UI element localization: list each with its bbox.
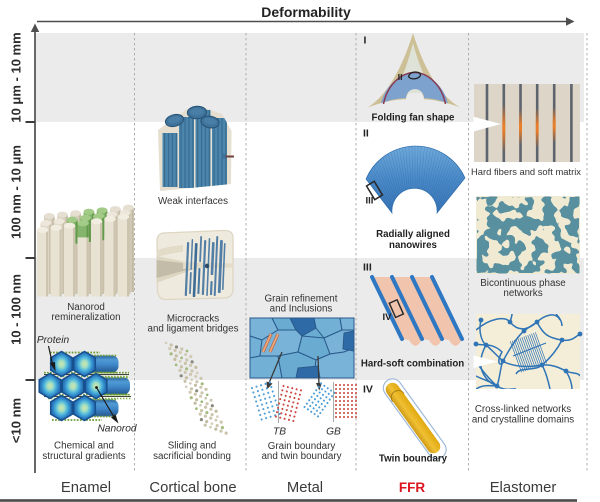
svg-text:TB: TB — [273, 427, 286, 438]
svg-text:III: III — [363, 262, 372, 274]
svg-text:Hard fibers and soft matrix: Hard fibers and soft matrix — [471, 166, 581, 177]
svg-text:Protein: Protein — [37, 335, 70, 346]
svg-text:<10 nm: <10 nm — [9, 398, 24, 443]
svg-text:Hard-soft combination: Hard-soft combination — [361, 358, 464, 369]
svg-text:10 μm - 10 mm: 10 μm - 10 mm — [9, 32, 24, 122]
svg-text:Weak interfaces: Weak interfaces — [158, 196, 228, 207]
svg-text:100 nm - 10 μm: 100 nm - 10 μm — [9, 145, 24, 239]
svg-text:Bicontinuous phase: Bicontinuous phase — [480, 278, 566, 289]
svg-text:GB: GB — [326, 427, 341, 438]
svg-text:Metal: Metal — [287, 480, 323, 496]
svg-text:and ligament bridges: and ligament bridges — [148, 324, 239, 335]
svg-text:Chemical and: Chemical and — [54, 441, 114, 452]
svg-text:and twin boundary: and twin boundary — [261, 451, 341, 462]
svg-text:I: I — [364, 35, 367, 47]
svg-text:Deformability: Deformability — [261, 4, 351, 20]
svg-text:structural gradients: structural gradients — [42, 451, 125, 462]
svg-text:Cross-linked networks: Cross-linked networks — [475, 404, 571, 415]
svg-text:remineralization: remineralization — [51, 312, 120, 323]
svg-text:Folding fan shape: Folding fan shape — [372, 113, 455, 124]
svg-text:FFR: FFR — [399, 480, 425, 495]
svg-text:Microcracks: Microcracks — [167, 313, 219, 324]
svg-text:Elastomer: Elastomer — [490, 480, 557, 496]
svg-text:IV: IV — [383, 312, 393, 323]
svg-text:and crystalline domains: and crystalline domains — [472, 415, 574, 426]
svg-text:sacrificial bonding: sacrificial bonding — [153, 451, 231, 462]
svg-text:II: II — [363, 128, 369, 140]
svg-text:Sliding and: Sliding and — [168, 441, 216, 452]
svg-text:Cortical bone: Cortical bone — [149, 480, 236, 496]
svg-text:10 - 100 nm: 10 - 100 nm — [9, 274, 24, 345]
svg-text:Grain boundary: Grain boundary — [268, 441, 336, 452]
svg-text:II: II — [398, 72, 403, 82]
svg-text:networks: networks — [503, 288, 542, 299]
svg-text:III: III — [366, 196, 374, 207]
svg-text:Grain refinement: Grain refinement — [265, 294, 338, 305]
svg-text:Twin boundary: Twin boundary — [379, 454, 448, 465]
svg-text:nanowires: nanowires — [389, 240, 437, 251]
svg-text:Enamel: Enamel — [61, 480, 111, 496]
svg-text:and Inclusions: and Inclusions — [270, 304, 333, 315]
svg-text:Nanorod: Nanorod — [97, 424, 136, 435]
svg-text:Nanorod: Nanorod — [67, 302, 105, 313]
svg-text:Radially aligned: Radially aligned — [376, 229, 450, 240]
svg-text:IV: IV — [363, 384, 373, 396]
